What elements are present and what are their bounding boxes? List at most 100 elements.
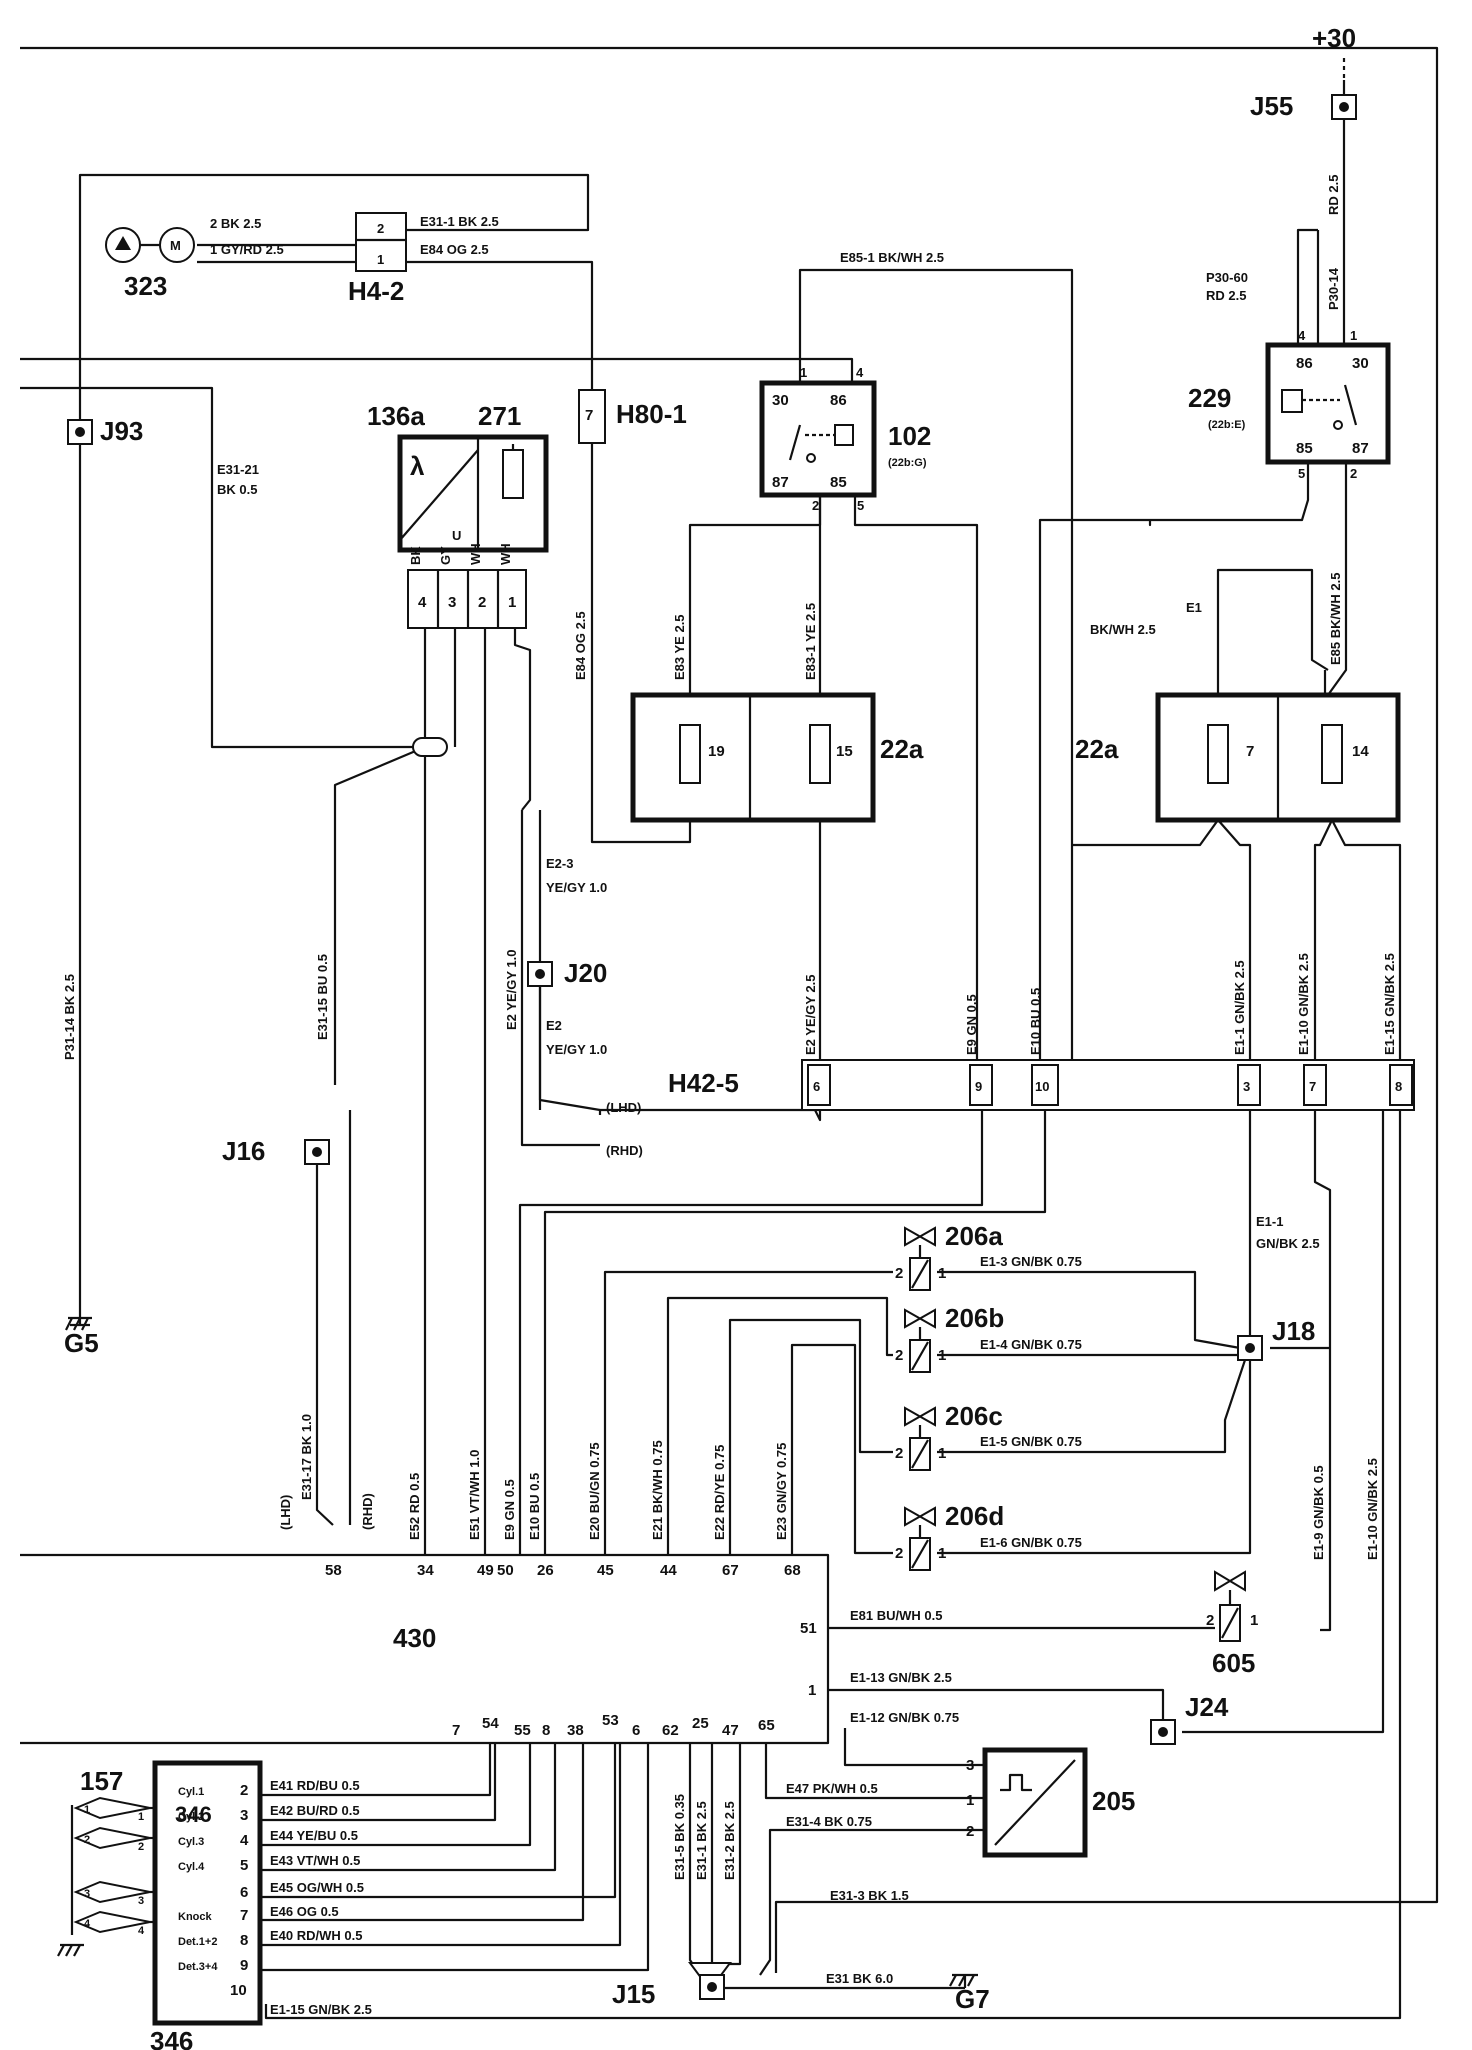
wire-knock bbox=[260, 1743, 650, 1972]
valve-206c: 2 1 206c bbox=[895, 1401, 1003, 1471]
wire-e1-15 bbox=[1331, 819, 1402, 1060]
wire-label: BK 0.5 bbox=[217, 482, 257, 497]
ecu-pin: 54 bbox=[482, 1715, 499, 1732]
wire-label: E2 YE/GY 1.0 bbox=[504, 950, 519, 1030]
fuse-19 bbox=[679, 724, 701, 784]
svg-text:2: 2 bbox=[895, 1545, 903, 1562]
ecu-pin: 51 bbox=[800, 1620, 817, 1637]
ign-pin: 6 bbox=[240, 1884, 248, 1901]
coil-icon bbox=[834, 424, 854, 446]
fusebox-22a-left: 19 15 22a bbox=[630, 692, 924, 823]
svg-text:1: 1 bbox=[800, 365, 807, 380]
wire-fuse7-out bbox=[1072, 819, 1219, 847]
wire-label: E1-3 GN/BK 0.75 bbox=[980, 1254, 1082, 1269]
wire-e9 bbox=[518, 1110, 984, 1555]
svg-text:1: 1 bbox=[938, 1347, 946, 1364]
wire-label: E1-15 GN/BK 2.5 bbox=[1382, 953, 1397, 1055]
coil-pin: 2 bbox=[138, 1841, 144, 1853]
plus30-feed: +30 J55 bbox=[1250, 23, 1357, 121]
label-h4-2: H4-2 bbox=[348, 276, 404, 306]
svg-text:5: 5 bbox=[857, 498, 864, 513]
ecu-pin: 68 bbox=[784, 1562, 801, 1579]
wire-e42 bbox=[260, 1743, 497, 1822]
svg-text:1: 1 bbox=[1250, 1612, 1258, 1629]
connector-h42-5: 6 9 10 3 7 8 H42-5 bbox=[668, 1059, 1415, 1111]
wire-label: E1-1 bbox=[1256, 1214, 1283, 1229]
wire-label: E21 BK/WH 0.75 bbox=[650, 1440, 665, 1540]
label-205: 205 bbox=[1092, 1786, 1135, 1816]
wire-label: E31-3 BK 1.5 bbox=[830, 1888, 909, 1903]
junction-j24: J24 bbox=[1150, 1692, 1229, 1745]
wire-e1-1 bbox=[1217, 819, 1252, 1060]
svg-text:M: M bbox=[170, 238, 181, 253]
ecu-pin: 6 bbox=[632, 1722, 640, 1739]
wire-e31-21 bbox=[20, 386, 415, 749]
wire-label: E20 BU/GN 0.75 bbox=[587, 1442, 602, 1540]
wire-label: E85-1 BK/WH 2.5 bbox=[840, 250, 944, 265]
label-136a: 136a bbox=[367, 401, 425, 431]
wire-e20 bbox=[603, 1270, 893, 1555]
wire-label: BK/WH 2.5 bbox=[1090, 622, 1156, 637]
svg-text:2: 2 bbox=[1206, 1612, 1214, 1629]
ign-label: Cyl.3 bbox=[178, 1836, 204, 1848]
svg-text:2: 2 bbox=[895, 1347, 903, 1364]
valve-206b: 2 1 206b bbox=[895, 1303, 1004, 1373]
wire-label: E51 VT/WH 1.0 bbox=[467, 1450, 482, 1540]
wire-e47 bbox=[764, 1743, 985, 1800]
wire-label: (RHD) bbox=[360, 1493, 375, 1530]
wire-e31-17 bbox=[315, 1155, 334, 1526]
coil-number: 2 bbox=[84, 1834, 90, 1846]
wire-label: E2 YE/GY 2.5 bbox=[803, 975, 818, 1055]
wire-label: P30-14 bbox=[1326, 267, 1341, 310]
wire-label: E44 YE/BU 0.5 bbox=[270, 1828, 358, 1843]
label-323: 323 bbox=[124, 271, 167, 301]
wire-label: E1 bbox=[1186, 600, 1202, 615]
svg-text:1: 1 bbox=[938, 1445, 946, 1462]
wire-label: E42 BU/RD 0.5 bbox=[270, 1803, 360, 1818]
wire-e1-15-long bbox=[264, 1110, 1402, 2020]
label-j15: J15 bbox=[612, 1979, 655, 2009]
wire-e46 bbox=[260, 1743, 585, 1922]
wire-label: E1-6 GN/BK 0.75 bbox=[980, 1535, 1082, 1550]
wire-e22 bbox=[728, 1318, 893, 1555]
svg-text:4: 4 bbox=[856, 365, 864, 380]
svg-text:2: 2 bbox=[1350, 466, 1357, 481]
coil-icon bbox=[1281, 389, 1303, 413]
label-229: 229 bbox=[1188, 383, 1231, 413]
pump-arrow-icon bbox=[115, 236, 131, 250]
wire-label: E1-15 GN/BK 2.5 bbox=[270, 2002, 372, 2017]
svg-text:1: 1 bbox=[938, 1265, 946, 1282]
svg-text:87: 87 bbox=[1352, 440, 1369, 457]
ign-label: Cyl.2 bbox=[178, 1811, 204, 1823]
wire-label: 2 BK 2.5 bbox=[210, 216, 261, 231]
wire-label: E1-12 GN/BK 0.75 bbox=[850, 1710, 959, 1725]
wire-e1-3 bbox=[937, 1270, 1241, 1350]
label-22a-left: 22a bbox=[880, 734, 924, 764]
valve-icon bbox=[904, 1406, 936, 1427]
ign-pin: 5 bbox=[240, 1857, 248, 1874]
wire-label: E2-3 bbox=[546, 856, 573, 871]
wire-label: (LHD) bbox=[278, 1495, 293, 1530]
coil-number: 4 bbox=[84, 1918, 91, 1930]
wire-label: E84 OG 2.5 bbox=[420, 242, 489, 257]
component-323: M 323 bbox=[105, 227, 195, 301]
wire-top-feed bbox=[20, 46, 1439, 1973]
ecu-pin: 58 bbox=[325, 1562, 342, 1579]
wire-label: YE/GY 1.0 bbox=[546, 880, 607, 895]
svg-text:86: 86 bbox=[1296, 355, 1313, 372]
svg-text:3: 3 bbox=[1243, 1079, 1250, 1094]
wire-label: E1-13 GN/BK 2.5 bbox=[850, 1670, 952, 1685]
label-206b: 206b bbox=[945, 1303, 1004, 1333]
sensor-205: 3 1 2 205 bbox=[966, 1747, 1135, 1858]
wire-label: E31-4 BK 0.75 bbox=[786, 1814, 872, 1829]
wire-label: P31-14 BK 2.5 bbox=[62, 974, 77, 1060]
ign-pin: 9 bbox=[240, 1957, 248, 1974]
wire-label: E41 RD/BU 0.5 bbox=[270, 1778, 360, 1793]
wire-label: E31-2 BK 2.5 bbox=[722, 1801, 737, 1880]
coil-number: 1 bbox=[84, 1804, 90, 1816]
relay-102: 30 86 87 85 1 4 2 5 102 (22b:G) bbox=[759, 365, 931, 513]
svg-text:U: U bbox=[452, 528, 461, 543]
wire-label: RD 2.5 bbox=[1206, 288, 1246, 303]
label-430: 430 bbox=[393, 1623, 436, 1653]
wire-e1-9-a bbox=[1313, 1110, 1332, 1632]
